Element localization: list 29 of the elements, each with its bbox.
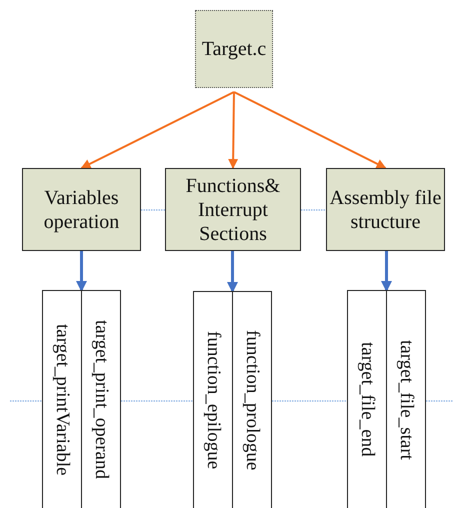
dotted-line bbox=[272, 400, 347, 402]
arrow bbox=[228, 92, 238, 169]
dotted-line bbox=[301, 209, 326, 211]
box-label: Functions& Interrupt Sections bbox=[184, 174, 282, 246]
category-box bbox=[326, 168, 445, 251]
arrow bbox=[234, 91, 386, 169]
function-name: target_file_end bbox=[356, 342, 378, 457]
arrow bbox=[80, 91, 234, 169]
file-box bbox=[195, 10, 273, 88]
category-box bbox=[165, 168, 301, 251]
dotted-line bbox=[141, 209, 165, 211]
function-name: function_prologue bbox=[241, 330, 263, 470]
function-column-box bbox=[42, 290, 82, 508]
function-name: function_epilogue bbox=[202, 330, 224, 470]
function-column-box bbox=[193, 291, 233, 508]
function-column-box bbox=[386, 290, 426, 508]
function-column-box bbox=[347, 290, 387, 508]
dotted-line bbox=[426, 400, 453, 402]
category-box bbox=[22, 168, 141, 251]
dotted-line bbox=[121, 400, 193, 402]
function-name: target_print_operand bbox=[90, 320, 112, 479]
box-label: Target.c bbox=[202, 37, 266, 61]
box-label: Assembly file structure bbox=[328, 186, 442, 234]
function-name: target_printVariable bbox=[51, 324, 73, 476]
box-label: Variables operation bbox=[42, 186, 120, 234]
function-column-box bbox=[232, 291, 272, 508]
function-column-box bbox=[81, 290, 121, 508]
dotted-line bbox=[10, 400, 42, 402]
function-name: target_file_start bbox=[395, 340, 417, 460]
